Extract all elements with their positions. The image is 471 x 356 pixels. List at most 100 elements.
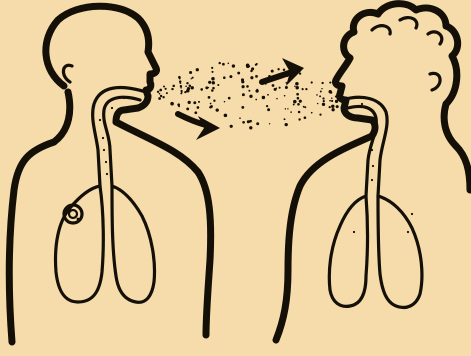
- droplet: [224, 101, 226, 103]
- droplet: [241, 80, 244, 83]
- droplet: [158, 97, 161, 100]
- droplet: [285, 86, 288, 89]
- droplet: [276, 98, 278, 100]
- healthy-ear: [430, 73, 440, 90]
- healthy-neck-back: [444, 104, 456, 146]
- droplet: [170, 102, 174, 106]
- droplet: [249, 95, 252, 98]
- healthy-lung-right: [378, 196, 422, 308]
- droplet: [208, 81, 210, 83]
- droplet: [267, 94, 269, 96]
- droplet: [295, 86, 298, 89]
- droplet: [266, 105, 268, 107]
- droplet: [246, 64, 250, 68]
- droplet: [297, 103, 300, 106]
- droplet: [229, 75, 232, 78]
- upper-arrow: [262, 58, 304, 86]
- droplet: [242, 121, 245, 124]
- droplet: [255, 64, 257, 66]
- droplet: [180, 87, 182, 89]
- droplet: [297, 97, 300, 100]
- droplet: [212, 87, 215, 90]
- droplet: [248, 90, 250, 92]
- healthy-chest-outline: [276, 136, 372, 340]
- droplet: [223, 76, 226, 79]
- droplet: [179, 78, 181, 80]
- droplet: [160, 95, 162, 97]
- droplet: [213, 100, 215, 102]
- droplet: [269, 123, 270, 124]
- droplet: [217, 84, 219, 86]
- droplet: [212, 81, 215, 84]
- droplet: [197, 106, 200, 109]
- droplet: [256, 90, 259, 93]
- droplet: [320, 91, 322, 93]
- infected-person: [9, 6, 210, 342]
- droplet: [305, 88, 307, 90]
- droplet: [159, 89, 162, 92]
- droplet: [293, 100, 297, 104]
- droplet: [186, 107, 189, 110]
- droplet: [287, 108, 288, 109]
- droplet: [219, 62, 221, 64]
- droplet: [293, 104, 295, 106]
- droplet: [255, 75, 258, 78]
- droplet: [184, 91, 186, 93]
- droplet: [189, 85, 192, 88]
- droplet: [163, 85, 165, 87]
- droplet: [299, 100, 302, 103]
- droplet: [250, 70, 252, 72]
- droplet: [188, 101, 191, 104]
- droplet: [191, 78, 192, 79]
- droplet: [336, 101, 338, 103]
- droplet: [166, 92, 168, 94]
- droplet: [284, 95, 286, 97]
- droplet: [241, 106, 244, 109]
- droplet: [157, 91, 159, 93]
- infected-chest-outline: [116, 122, 211, 335]
- droplet: [304, 116, 307, 119]
- droplet: [178, 105, 180, 107]
- droplet: [255, 99, 257, 101]
- infected-lung-right: [112, 186, 155, 302]
- healthy-back-outline: [456, 146, 470, 190]
- droplet: [194, 111, 197, 114]
- droplet: [298, 111, 301, 114]
- droplet: [211, 71, 213, 73]
- droplet: [303, 106, 305, 108]
- droplet: [210, 105, 213, 108]
- droplet: [256, 122, 259, 125]
- droplet: [180, 90, 182, 92]
- droplet: [237, 72, 240, 75]
- droplet: [285, 123, 288, 126]
- infected-neck-back: [54, 92, 70, 142]
- droplet: [230, 125, 233, 128]
- droplet: [283, 69, 286, 72]
- droplet: [336, 105, 339, 108]
- droplet: [165, 88, 167, 90]
- droplet: [224, 114, 228, 118]
- infected-back-outline: [9, 142, 54, 342]
- droplet: [200, 88, 203, 91]
- droplet: [192, 77, 194, 79]
- droplet: [272, 84, 275, 87]
- infected-ear: [63, 65, 72, 82]
- droplet: [198, 101, 200, 103]
- droplet: [332, 108, 334, 110]
- droplet: [186, 82, 188, 84]
- droplet: [185, 85, 187, 87]
- droplet: [189, 71, 192, 74]
- droplet: [187, 87, 190, 90]
- droplet: [246, 85, 249, 88]
- droplet: [211, 67, 213, 69]
- droplet: [196, 68, 199, 71]
- infected-lung-left: [56, 186, 104, 302]
- droplet: [323, 100, 325, 102]
- droplet: [242, 85, 245, 88]
- droplet: [180, 82, 182, 84]
- droplet: [329, 106, 331, 108]
- droplet: [180, 85, 182, 87]
- droplet: [276, 88, 278, 90]
- droplet: [216, 108, 219, 111]
